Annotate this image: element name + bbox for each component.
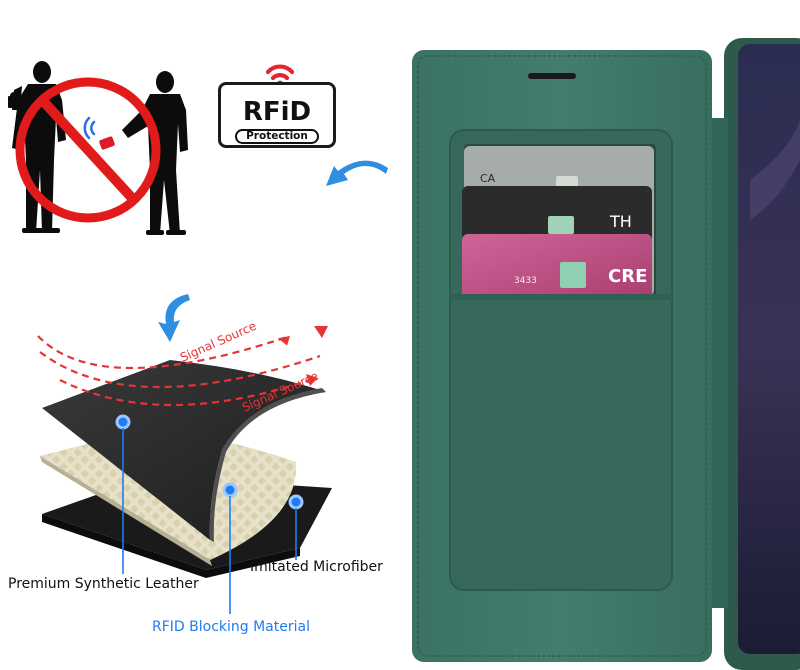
- curved-arrow-down-icon: [158, 294, 190, 342]
- rfid-reader: [99, 136, 115, 150]
- badge-word: RFiD: [242, 97, 312, 127]
- leather-layer: [42, 360, 326, 540]
- callout-rfid: RFID Blocking Material: [152, 619, 310, 635]
- callout-leather: Premium Synthetic Leather: [8, 576, 199, 592]
- card-back-text: CA: [480, 172, 496, 185]
- prohibition-icon: [15, 77, 161, 223]
- rfid-marker-dot: [222, 482, 238, 498]
- phone-screen: [738, 44, 800, 654]
- material-layers-diagram: [37, 326, 332, 614]
- leader-lines: [122, 428, 297, 614]
- card-front-text: CRE: [608, 266, 648, 287]
- leather-marker-dot: [115, 414, 131, 430]
- phone-wallet-case: [412, 38, 800, 670]
- microfiber-marker-dot: [288, 494, 304, 510]
- signal-arrows: [37, 334, 321, 407]
- speaker-slot: [528, 73, 576, 79]
- rfid-theft-illustration: [8, 61, 188, 235]
- signal-waves-icon: [83, 116, 96, 140]
- rfid-protection-badge: RFiD Protection: [218, 82, 336, 148]
- card-middle-text: TH: [610, 212, 632, 231]
- curved-arrow-left-icon: [326, 160, 388, 186]
- card-front-number: 3433: [514, 276, 537, 286]
- badge-subtitle: Protection: [235, 129, 319, 144]
- card-front: [462, 234, 652, 300]
- signal-arrowheads: [278, 326, 328, 386]
- callout-microfiber: Imitated Microfiber: [250, 559, 383, 575]
